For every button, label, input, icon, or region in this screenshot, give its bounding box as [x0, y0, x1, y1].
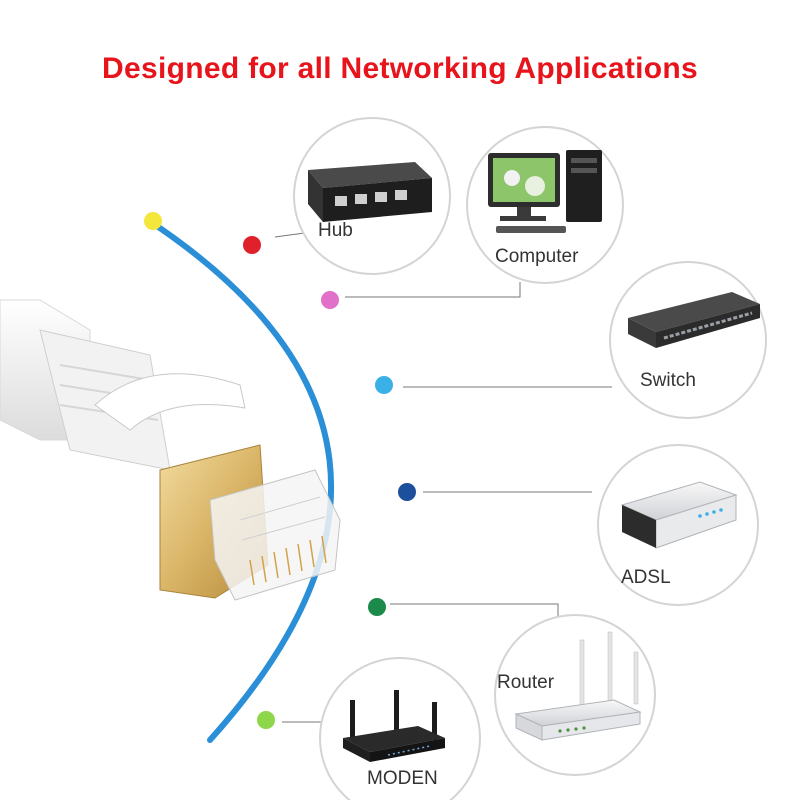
- device-label-switch: Switch: [640, 370, 696, 391]
- device-moden: MODEN: [319, 657, 481, 800]
- device-computer: Computer: [466, 126, 624, 284]
- switch-icon: [628, 292, 760, 348]
- leader-lines: [274, 231, 612, 723]
- leader-line-computer: [345, 282, 521, 298]
- device-label-moden: MODEN: [367, 768, 438, 789]
- device-label-hub: Hub: [318, 220, 353, 241]
- node-hub: [243, 236, 261, 254]
- device-label-computer: Computer: [495, 246, 579, 267]
- cable-arc: [145, 217, 335, 743]
- node-computer: [321, 291, 339, 309]
- device-adsl: ADSL: [597, 444, 759, 606]
- ethernet-cable: [0, 299, 341, 601]
- device-router: Router: [494, 614, 656, 776]
- leader-line-router: [390, 603, 559, 616]
- wireless-modem-icon: [343, 690, 445, 762]
- device-hub: Hub: [293, 117, 451, 275]
- node-moden: [257, 711, 275, 729]
- rj45-clear-plug: [209, 469, 341, 601]
- device-label-router: Router: [497, 672, 555, 693]
- node-adsl: [398, 483, 416, 501]
- node-router: [368, 598, 386, 616]
- router-icon: [514, 631, 642, 741]
- cable-start-node: [144, 212, 162, 230]
- page-title: Designed for all Networking Applications: [102, 52, 698, 85]
- node-switch: [375, 376, 393, 394]
- device-switch: Switch: [609, 261, 767, 419]
- adsl-modem-icon: [620, 481, 738, 549]
- device-label-adsl: ADSL: [621, 567, 671, 588]
- hub-icon: [308, 162, 432, 222]
- computer-icon: [488, 150, 602, 233]
